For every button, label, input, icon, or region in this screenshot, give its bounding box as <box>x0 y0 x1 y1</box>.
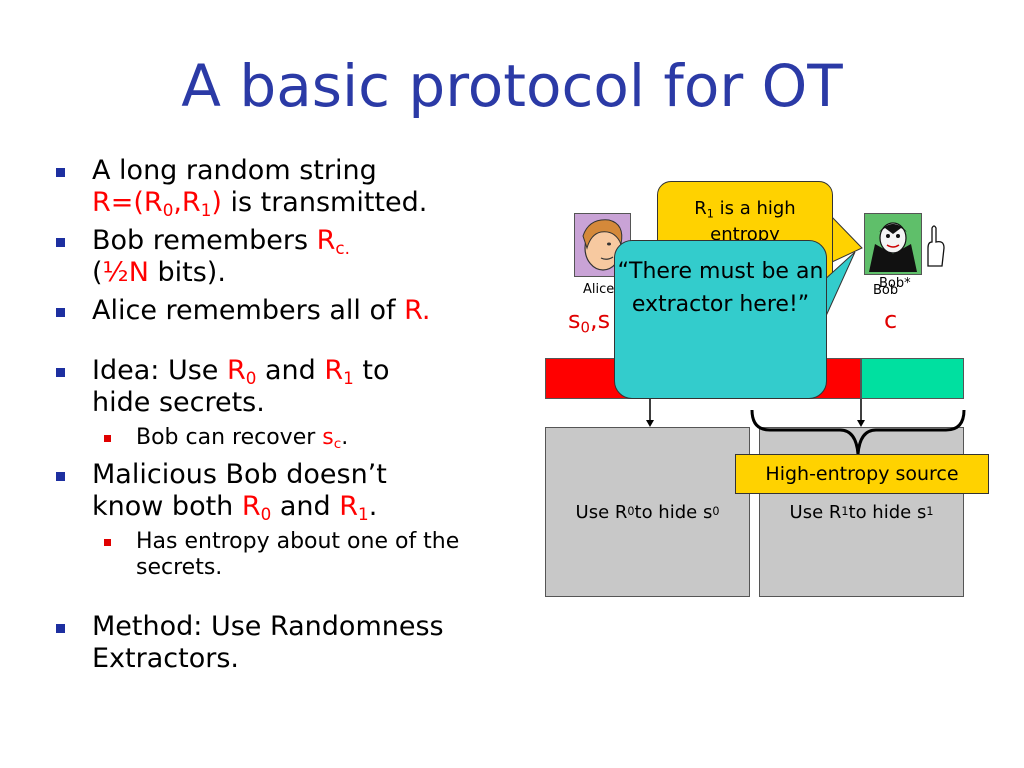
bob-choice: c <box>884 306 898 334</box>
subbullet-bob-recover: Bob can recover sc. <box>52 425 512 451</box>
pointing-hand-icon <box>927 225 945 267</box>
bullet-bob-remembers: Bob remembers Rc. (½N bits). <box>52 225 512 289</box>
bullet-random-string: A long random string R=(R0,R1) is transm… <box>52 155 512 219</box>
bullet-method: Method: Use Randomness Extractors. <box>52 611 512 675</box>
bullet-idea: Idea: Use R0 and R1 to hide secrets. <box>52 355 512 419</box>
bob-star-label: Bob* <box>879 276 911 291</box>
r-tuple: R=(R0,R1) <box>92 187 222 221</box>
subbullet-entropy: Has entropy about one of the secrets. <box>52 529 512 581</box>
alice-avatar <box>574 213 631 277</box>
bullet-list: A long random string R=(R0,R1) is transm… <box>52 155 512 681</box>
high-entropy-source-label: High-entropy source <box>735 454 989 494</box>
arrow-left-head <box>646 420 654 427</box>
bob-star-hand <box>922 222 950 268</box>
bob-avatar <box>864 213 922 275</box>
alice-face-icon <box>582 219 623 271</box>
bullet-malicious-bob: Malicious Bob doesn’t know both R0 and R… <box>52 459 512 523</box>
bob-label: Bob <box>873 283 899 298</box>
slide-title: A basic protocol for OT <box>181 52 843 120</box>
callout-extractor: “There must be an extractor here!” <box>614 240 827 399</box>
r1-segment-bar <box>861 358 964 399</box>
alice-label: Alice <box>583 282 615 297</box>
bob-vampire-icon <box>869 222 917 272</box>
arrow-right-head <box>857 420 865 427</box>
alice-secrets: s0,s <box>568 306 611 337</box>
bullet-alice-remembers: Alice remembers all of R. <box>52 295 512 327</box>
